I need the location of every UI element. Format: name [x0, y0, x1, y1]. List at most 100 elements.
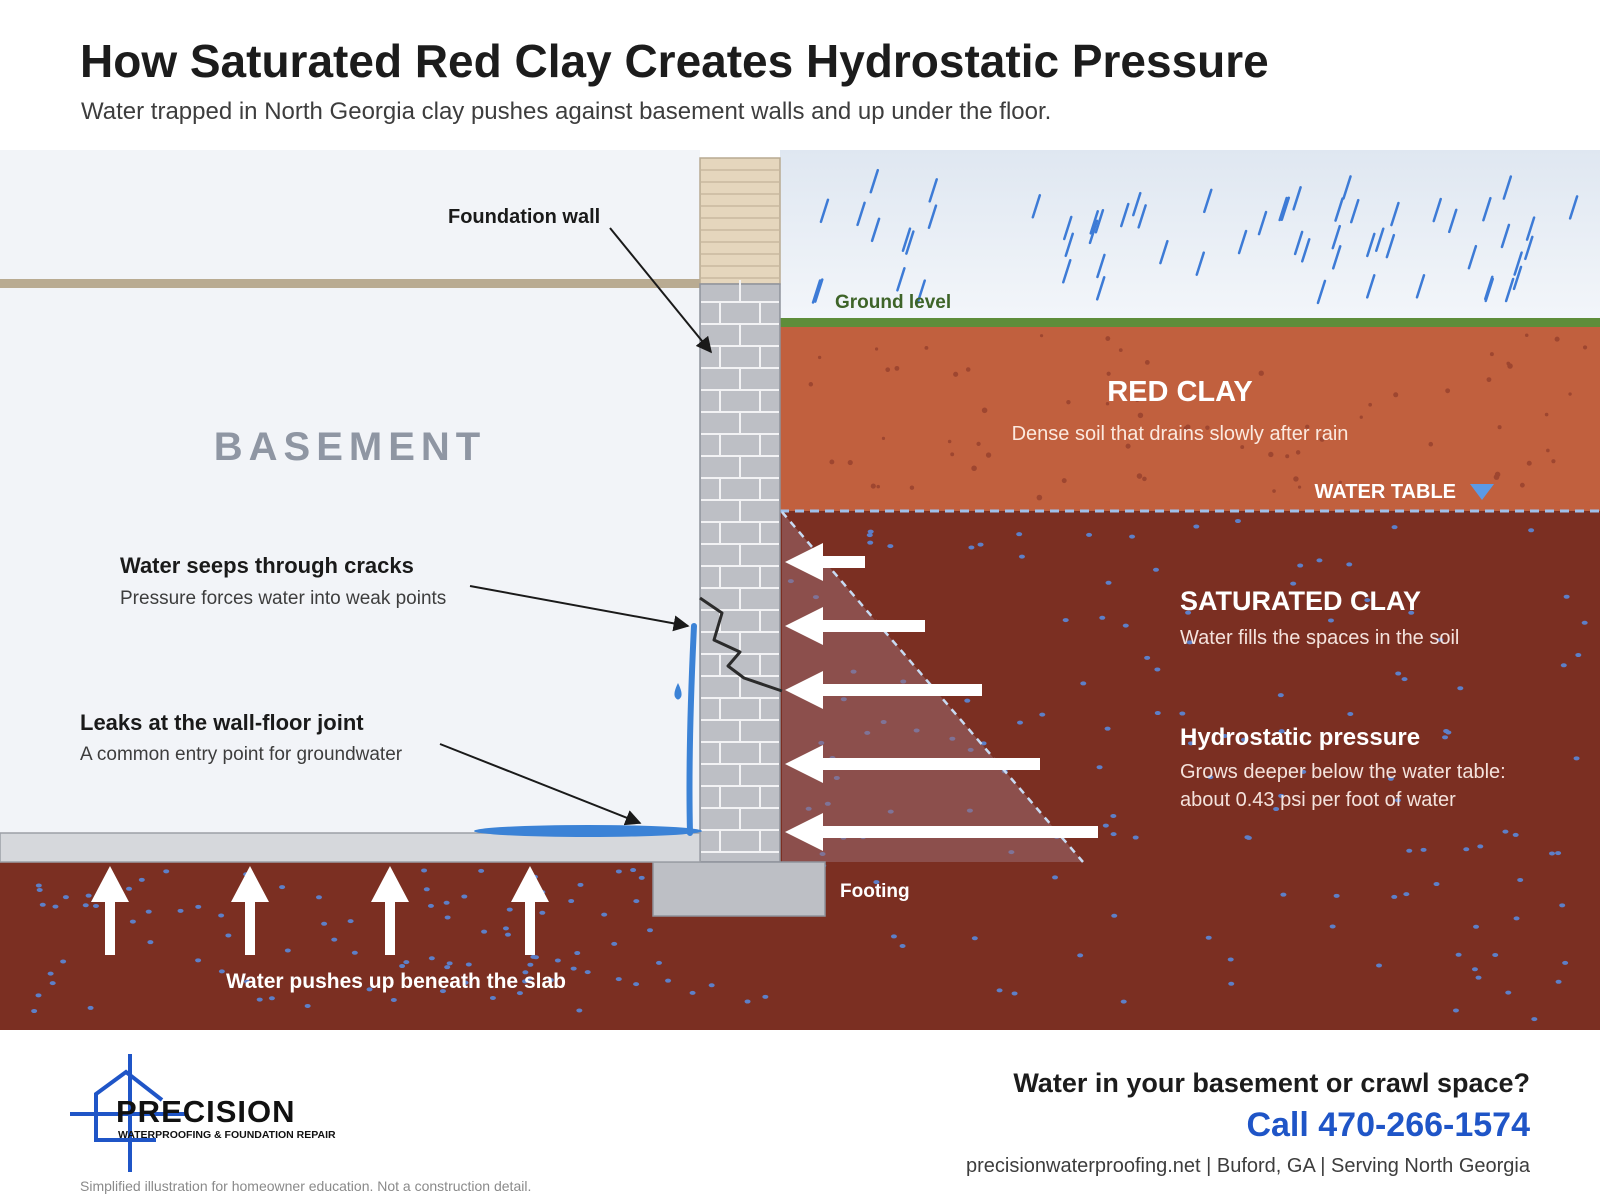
water-particle [1492, 953, 1499, 958]
water-particle [1581, 620, 1588, 625]
clay-particle [976, 441, 981, 446]
water-particle [527, 962, 534, 967]
rain-streak [819, 198, 830, 224]
water-particle [1077, 953, 1084, 958]
leader-foundation-wall [609, 227, 713, 354]
red-clay-particles [808, 333, 1588, 501]
water-particle [47, 971, 54, 976]
water-particle [82, 903, 89, 908]
clay-particle [847, 459, 853, 466]
cta-question: Water in your basement or crawl space? [1013, 1068, 1530, 1098]
rain-streak [1350, 198, 1360, 224]
rain-streak [1432, 197, 1442, 223]
pressure-arrow [785, 607, 925, 645]
water-particle [1346, 562, 1353, 567]
pressure-arrow [785, 813, 1098, 851]
water-particle [60, 959, 67, 964]
water-particle [601, 912, 608, 917]
clay-particle [1319, 436, 1325, 442]
clay-particle [1506, 361, 1511, 366]
clay-particle [1393, 392, 1399, 398]
rain-streak [1525, 216, 1536, 241]
rain-streak [1062, 258, 1072, 284]
water-particle [516, 991, 523, 996]
clay-particle [1428, 441, 1434, 447]
water-particle [1290, 581, 1297, 586]
water-particle [570, 966, 577, 971]
water-particle [256, 997, 263, 1002]
water-particle [689, 990, 696, 995]
rain-streak [1095, 276, 1106, 301]
water-particle [315, 895, 322, 900]
water-particle [439, 989, 446, 994]
clay-particle [1136, 473, 1143, 479]
clay-particle [1359, 415, 1363, 419]
cross-section-diagram: BASEMENT Foundation wall Ground level RE… [0, 150, 1600, 1030]
clay-particle [950, 452, 955, 457]
water-particle [1559, 903, 1566, 908]
water-particle [1152, 567, 1159, 572]
basement-ceiling-line [0, 279, 700, 288]
water-particle [1205, 935, 1212, 940]
clay-particle [971, 465, 977, 472]
water-particle [1512, 832, 1519, 837]
rain-streaks [811, 168, 1579, 305]
pressure-desc-1: Grows deeper below the water table: [1180, 761, 1506, 783]
water-particle [444, 915, 451, 920]
water-particle [1227, 957, 1234, 962]
leak-title: Leaks at the wall-floor joint [80, 710, 364, 735]
water-particle [633, 899, 640, 904]
water-particle [145, 909, 152, 914]
clay-particle [1544, 412, 1549, 417]
foundation-wall-label: Foundation wall [448, 206, 600, 228]
water-particle [762, 994, 769, 999]
water-particle [1244, 835, 1251, 840]
clay-particle [1551, 459, 1556, 464]
rain-streak [1512, 265, 1523, 291]
water-particle [1300, 769, 1307, 774]
water-particle [1513, 916, 1520, 921]
water-particle [478, 868, 485, 873]
rain-streak [1568, 195, 1579, 220]
water-particle [1560, 663, 1567, 668]
clay-particle [874, 347, 879, 351]
water-particle [574, 951, 581, 956]
rain-streak [1500, 223, 1511, 249]
water-particle [522, 979, 529, 984]
rain-streak [1137, 204, 1147, 229]
uplift-arrow [91, 866, 129, 955]
rain-streak [1415, 274, 1426, 299]
rain-streak [869, 168, 880, 194]
rain-streak [1159, 239, 1169, 265]
water-particle [1364, 598, 1371, 603]
water-particle [1475, 975, 1482, 980]
rain-streak [1237, 229, 1248, 255]
rain-streak [1292, 186, 1302, 211]
sky [780, 150, 1600, 322]
water-particle [1403, 892, 1410, 897]
water-particle [1080, 681, 1087, 686]
clay-particle [1293, 476, 1299, 482]
water-particle [1278, 729, 1285, 734]
red-clay-layer [780, 327, 1600, 511]
pressure-arrow-head [785, 671, 823, 709]
water-particle [554, 958, 561, 963]
water-particle [465, 962, 472, 967]
water-particle [630, 868, 637, 873]
water-particle [36, 887, 43, 892]
water-particle [399, 964, 406, 969]
rain-streak [1293, 230, 1304, 256]
water-particle [522, 970, 529, 975]
red-clay-desc: Dense soil that drains slowly after rain [1012, 423, 1349, 445]
water-particle [576, 1008, 583, 1013]
rain-streak [1063, 215, 1073, 241]
rain-streak [1524, 235, 1534, 261]
pressure-arrow-shaft [815, 556, 865, 568]
clay-particle [1305, 424, 1310, 429]
water-particle [85, 893, 92, 898]
saturated-clay-title: SATURATED CLAY [1180, 586, 1421, 616]
rain-streak [1484, 277, 1495, 303]
water-particle [284, 948, 291, 953]
water-particle [1017, 720, 1024, 725]
water-particle [971, 936, 978, 941]
